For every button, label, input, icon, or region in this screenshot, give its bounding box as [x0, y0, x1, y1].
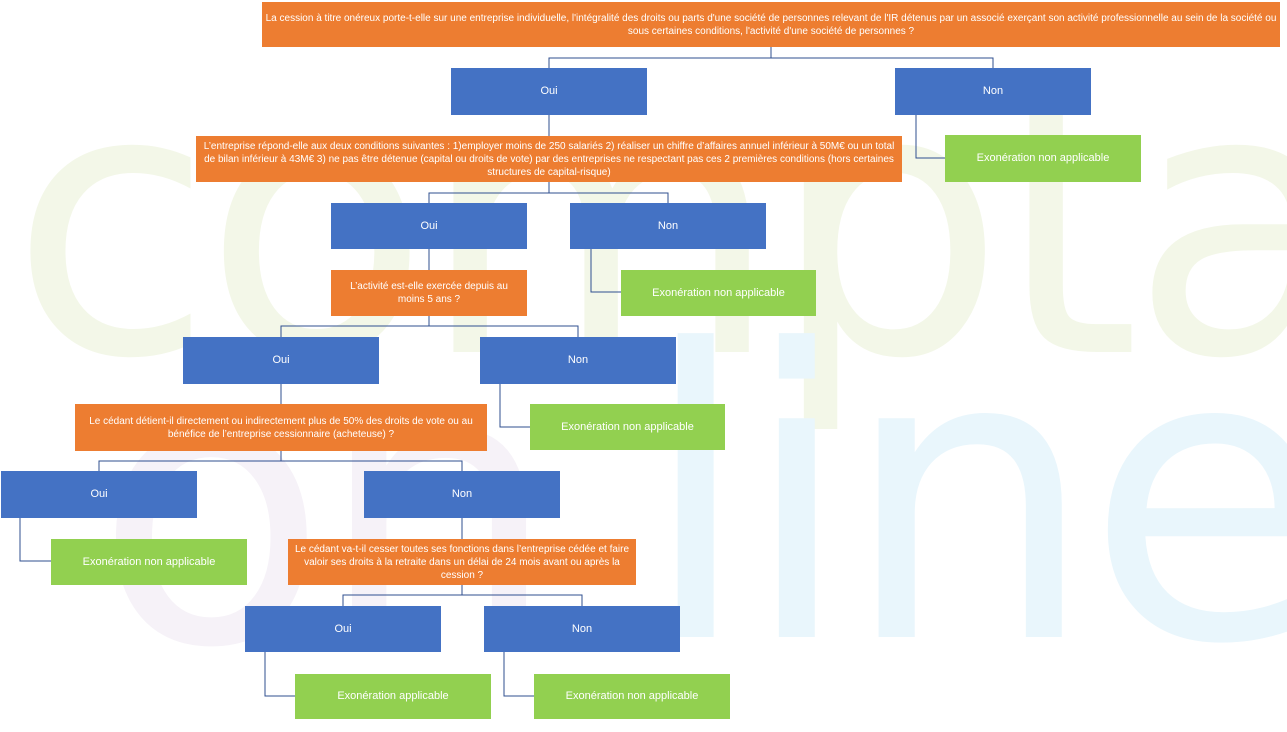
q1-no-box: Non [895, 68, 1091, 115]
q1-yes-box: Oui [451, 68, 647, 115]
connector [19, 518, 51, 562]
q5-no-box: Non [484, 606, 680, 652]
connector [503, 652, 534, 697]
connector [771, 57, 994, 68]
connector [264, 652, 295, 697]
q5-result-applicable: Exonération applicable [295, 674, 491, 719]
q3-no-box: Non [480, 337, 676, 384]
q5-yes-box: Oui [245, 606, 441, 652]
question-2-box: L’entreprise répond-elle aux deux condit… [196, 136, 902, 182]
q4-no-box: Non [364, 471, 560, 518]
q4-result-not-applicable: Exonération non applicable [51, 539, 247, 585]
q2-result-not-applicable: Exonération non applicable [621, 270, 816, 316]
connector [342, 585, 463, 606]
connector [590, 249, 621, 293]
q1-result-not-applicable: Exonération non applicable [945, 135, 1141, 182]
question-1-box: La cession à titre onéreux porte-t-elle … [262, 2, 1280, 47]
connector [98, 451, 282, 471]
question-4-box: Le cédant détient-il directement ou indi… [75, 404, 487, 451]
question-3-box: L’activité est-elle exercée depuis au mo… [331, 270, 527, 316]
connector [281, 460, 463, 471]
connector [429, 325, 579, 337]
question-5-box: Le cédant va-t-il cesser toutes ses fonc… [288, 539, 636, 585]
q5-result-not-applicable: Exonération non applicable [534, 674, 730, 719]
connector [548, 47, 772, 68]
q2-yes-box: Oui [331, 203, 527, 249]
q3-result-not-applicable: Exonération non applicable [530, 404, 725, 450]
q3-yes-box: Oui [183, 337, 379, 384]
connector [499, 384, 530, 428]
connector [549, 192, 669, 203]
connector [462, 594, 583, 606]
q2-no-box: Non [570, 203, 766, 249]
q4-yes-box: Oui [1, 471, 197, 518]
connector [428, 182, 550, 203]
connector [915, 115, 945, 159]
connector [280, 316, 430, 337]
